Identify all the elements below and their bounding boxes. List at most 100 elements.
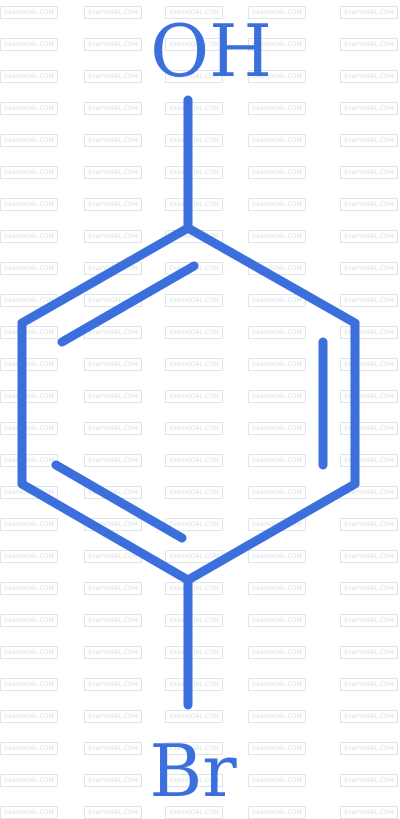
- watermark-tile: ExamGOAL.COM: [165, 6, 223, 19]
- watermark-tile: ExamGOAL.COM: [165, 422, 223, 435]
- watermark-tile: ExamGOAL.COM: [84, 358, 142, 371]
- watermark-tile: ExamGOAL.COM: [165, 646, 223, 659]
- watermark-tile: ExamGOAL.COM: [165, 678, 223, 691]
- inner-double-bond-bottom-left: [51, 460, 187, 543]
- watermark-tile: ExamGOAL.COM: [165, 742, 223, 755]
- watermark-tile: ExamGOAL.COM: [84, 38, 142, 51]
- watermark-tile: ExamGOAL.COM: [0, 646, 58, 659]
- watermark-tile: ExamGOAL.COM: [165, 358, 223, 371]
- watermark-tile: ExamGOAL.COM: [84, 198, 142, 211]
- watermark-tile: ExamGOAL.COM: [248, 70, 306, 83]
- watermark-tile: ExamGOAL.COM: [165, 454, 223, 467]
- watermark-tile: ExamGOAL.COM: [248, 550, 306, 563]
- watermark-tile: ExamGOAL.COM: [165, 486, 223, 499]
- bromine-label: Br: [149, 729, 237, 813]
- watermark-tile: ExamGOAL.COM: [340, 166, 398, 179]
- watermark-tile: ExamGOAL.COM: [84, 422, 142, 435]
- watermark-tile: ExamGOAL.COM: [165, 102, 223, 115]
- watermark-tile: ExamGOAL.COM: [0, 6, 58, 19]
- watermark-tile: ExamGOAL.COM: [248, 6, 306, 19]
- watermark-tile: ExamGOAL.COM: [248, 582, 306, 595]
- watermark-tile: ExamGOAL.COM: [248, 422, 306, 435]
- watermark-tile: ExamGOAL.COM: [0, 390, 58, 403]
- watermark-tile: ExamGOAL.COM: [0, 198, 58, 211]
- ring-bond-c1-c2: [183, 223, 360, 328]
- watermark-tile: ExamGOAL.COM: [84, 134, 142, 147]
- watermark-tile: ExamGOAL.COM: [84, 582, 142, 595]
- watermark-tile: ExamGOAL.COM: [248, 454, 306, 467]
- watermark-tile: ExamGOAL.COM: [340, 454, 398, 467]
- watermark-tile: ExamGOAL.COM: [0, 166, 58, 179]
- watermark-tile: ExamGOAL.COM: [340, 198, 398, 211]
- watermark-tile: ExamGOAL.COM: [0, 134, 58, 147]
- watermark-tile: ExamGOAL.COM: [165, 38, 223, 51]
- watermark-tile: ExamGOAL.COM: [248, 486, 306, 499]
- watermark-tile: ExamGOAL.COM: [84, 390, 142, 403]
- watermark-tile: ExamGOAL.COM: [0, 358, 58, 371]
- watermark-tile: ExamGOAL.COM: [165, 774, 223, 787]
- watermark-tile: ExamGOAL.COM: [0, 774, 58, 787]
- watermark-tile: ExamGOAL.COM: [84, 646, 142, 659]
- watermark-tile: ExamGOAL.COM: [248, 390, 306, 403]
- watermark-tile: ExamGOAL.COM: [340, 134, 398, 147]
- watermark-tile: ExamGOAL.COM: [0, 262, 58, 275]
- watermark-tile: ExamGOAL.COM: [165, 70, 223, 83]
- watermark-tile: ExamGOAL.COM: [165, 390, 223, 403]
- ring-bond-c6-c1: [17, 223, 193, 328]
- watermark-tile: ExamGOAL.COM: [165, 198, 223, 211]
- watermark-tile: ExamGOAL.COM: [248, 774, 306, 787]
- watermark-tile: ExamGOAL.COM: [340, 262, 398, 275]
- watermark-tile: ExamGOAL.COM: [340, 6, 398, 19]
- watermark-tile: ExamGOAL.COM: [340, 230, 398, 243]
- watermark-tile: ExamGOAL.COM: [165, 614, 223, 627]
- watermark-tile: ExamGOAL.COM: [165, 166, 223, 179]
- ring-bond-c4-c5: [17, 479, 193, 585]
- watermark-tile: ExamGOAL.COM: [84, 678, 142, 691]
- watermark-tile: ExamGOAL.COM: [340, 646, 398, 659]
- watermark-tile: ExamGOAL.COM: [84, 710, 142, 723]
- watermark-tile: ExamGOAL.COM: [248, 678, 306, 691]
- watermark-tile: ExamGOAL.COM: [340, 582, 398, 595]
- watermark-tile: ExamGOAL.COM: [0, 422, 58, 435]
- watermark-tile: ExamGOAL.COM: [340, 38, 398, 51]
- watermark-tile: ExamGOAL.COM: [165, 710, 223, 723]
- watermark-tile: ExamGOAL.COM: [248, 230, 306, 243]
- watermark-tile: ExamGOAL.COM: [340, 390, 398, 403]
- watermark-tile: ExamGOAL.COM: [248, 358, 306, 371]
- watermark-tile: ExamGOAL.COM: [84, 230, 142, 243]
- watermark-tile: ExamGOAL.COM: [340, 550, 398, 563]
- watermark-tile: ExamGOAL.COM: [0, 326, 58, 339]
- watermark-tile: ExamGOAL.COM: [248, 326, 306, 339]
- watermark-tile: ExamGOAL.COM: [165, 582, 223, 595]
- watermark-tile: ExamGOAL.COM: [340, 774, 398, 787]
- watermark-tile: ExamGOAL.COM: [84, 774, 142, 787]
- watermark-tile: ExamGOAL.COM: [0, 454, 58, 467]
- watermark-tile: ExamGOAL.COM: [248, 614, 306, 627]
- watermark-tile: ExamGOAL.COM: [165, 294, 223, 307]
- watermark-tile: ExamGOAL.COM: [340, 70, 398, 83]
- watermark-tile: ExamGOAL.COM: [84, 70, 142, 83]
- watermark-tile: ExamGOAL.COM: [165, 326, 223, 339]
- watermark-tile: ExamGOAL.COM: [0, 742, 58, 755]
- inner-double-bond-top-left: [57, 261, 199, 347]
- watermark-tile: ExamGOAL.COM: [340, 678, 398, 691]
- watermark-tile: ExamGOAL.COM: [248, 710, 306, 723]
- watermark-tile: ExamGOAL.COM: [248, 102, 306, 115]
- watermark-tile: ExamGOAL.COM: [0, 38, 58, 51]
- watermark-tile: ExamGOAL.COM: [0, 582, 58, 595]
- watermark-tile: ExamGOAL.COM: [84, 614, 142, 627]
- watermark-tile: ExamGOAL.COM: [165, 134, 223, 147]
- watermark-tile: ExamGOAL.COM: [248, 198, 306, 211]
- watermark-tile: ExamGOAL.COM: [340, 294, 398, 307]
- watermark-tile: ExamGOAL.COM: [248, 38, 306, 51]
- watermark-tile: ExamGOAL.COM: [340, 614, 398, 627]
- watermark-tile: ExamGOAL.COM: [248, 646, 306, 659]
- watermark-tile: ExamGOAL.COM: [340, 326, 398, 339]
- watermark-tile: ExamGOAL.COM: [0, 550, 58, 563]
- watermark-tile: ExamGOAL.COM: [0, 230, 58, 243]
- watermark-tile: ExamGOAL.COM: [340, 422, 398, 435]
- watermark-tile: ExamGOAL.COM: [340, 358, 398, 371]
- watermark-tile: ExamGOAL.COM: [340, 518, 398, 531]
- watermark-tile: ExamGOAL.COM: [0, 678, 58, 691]
